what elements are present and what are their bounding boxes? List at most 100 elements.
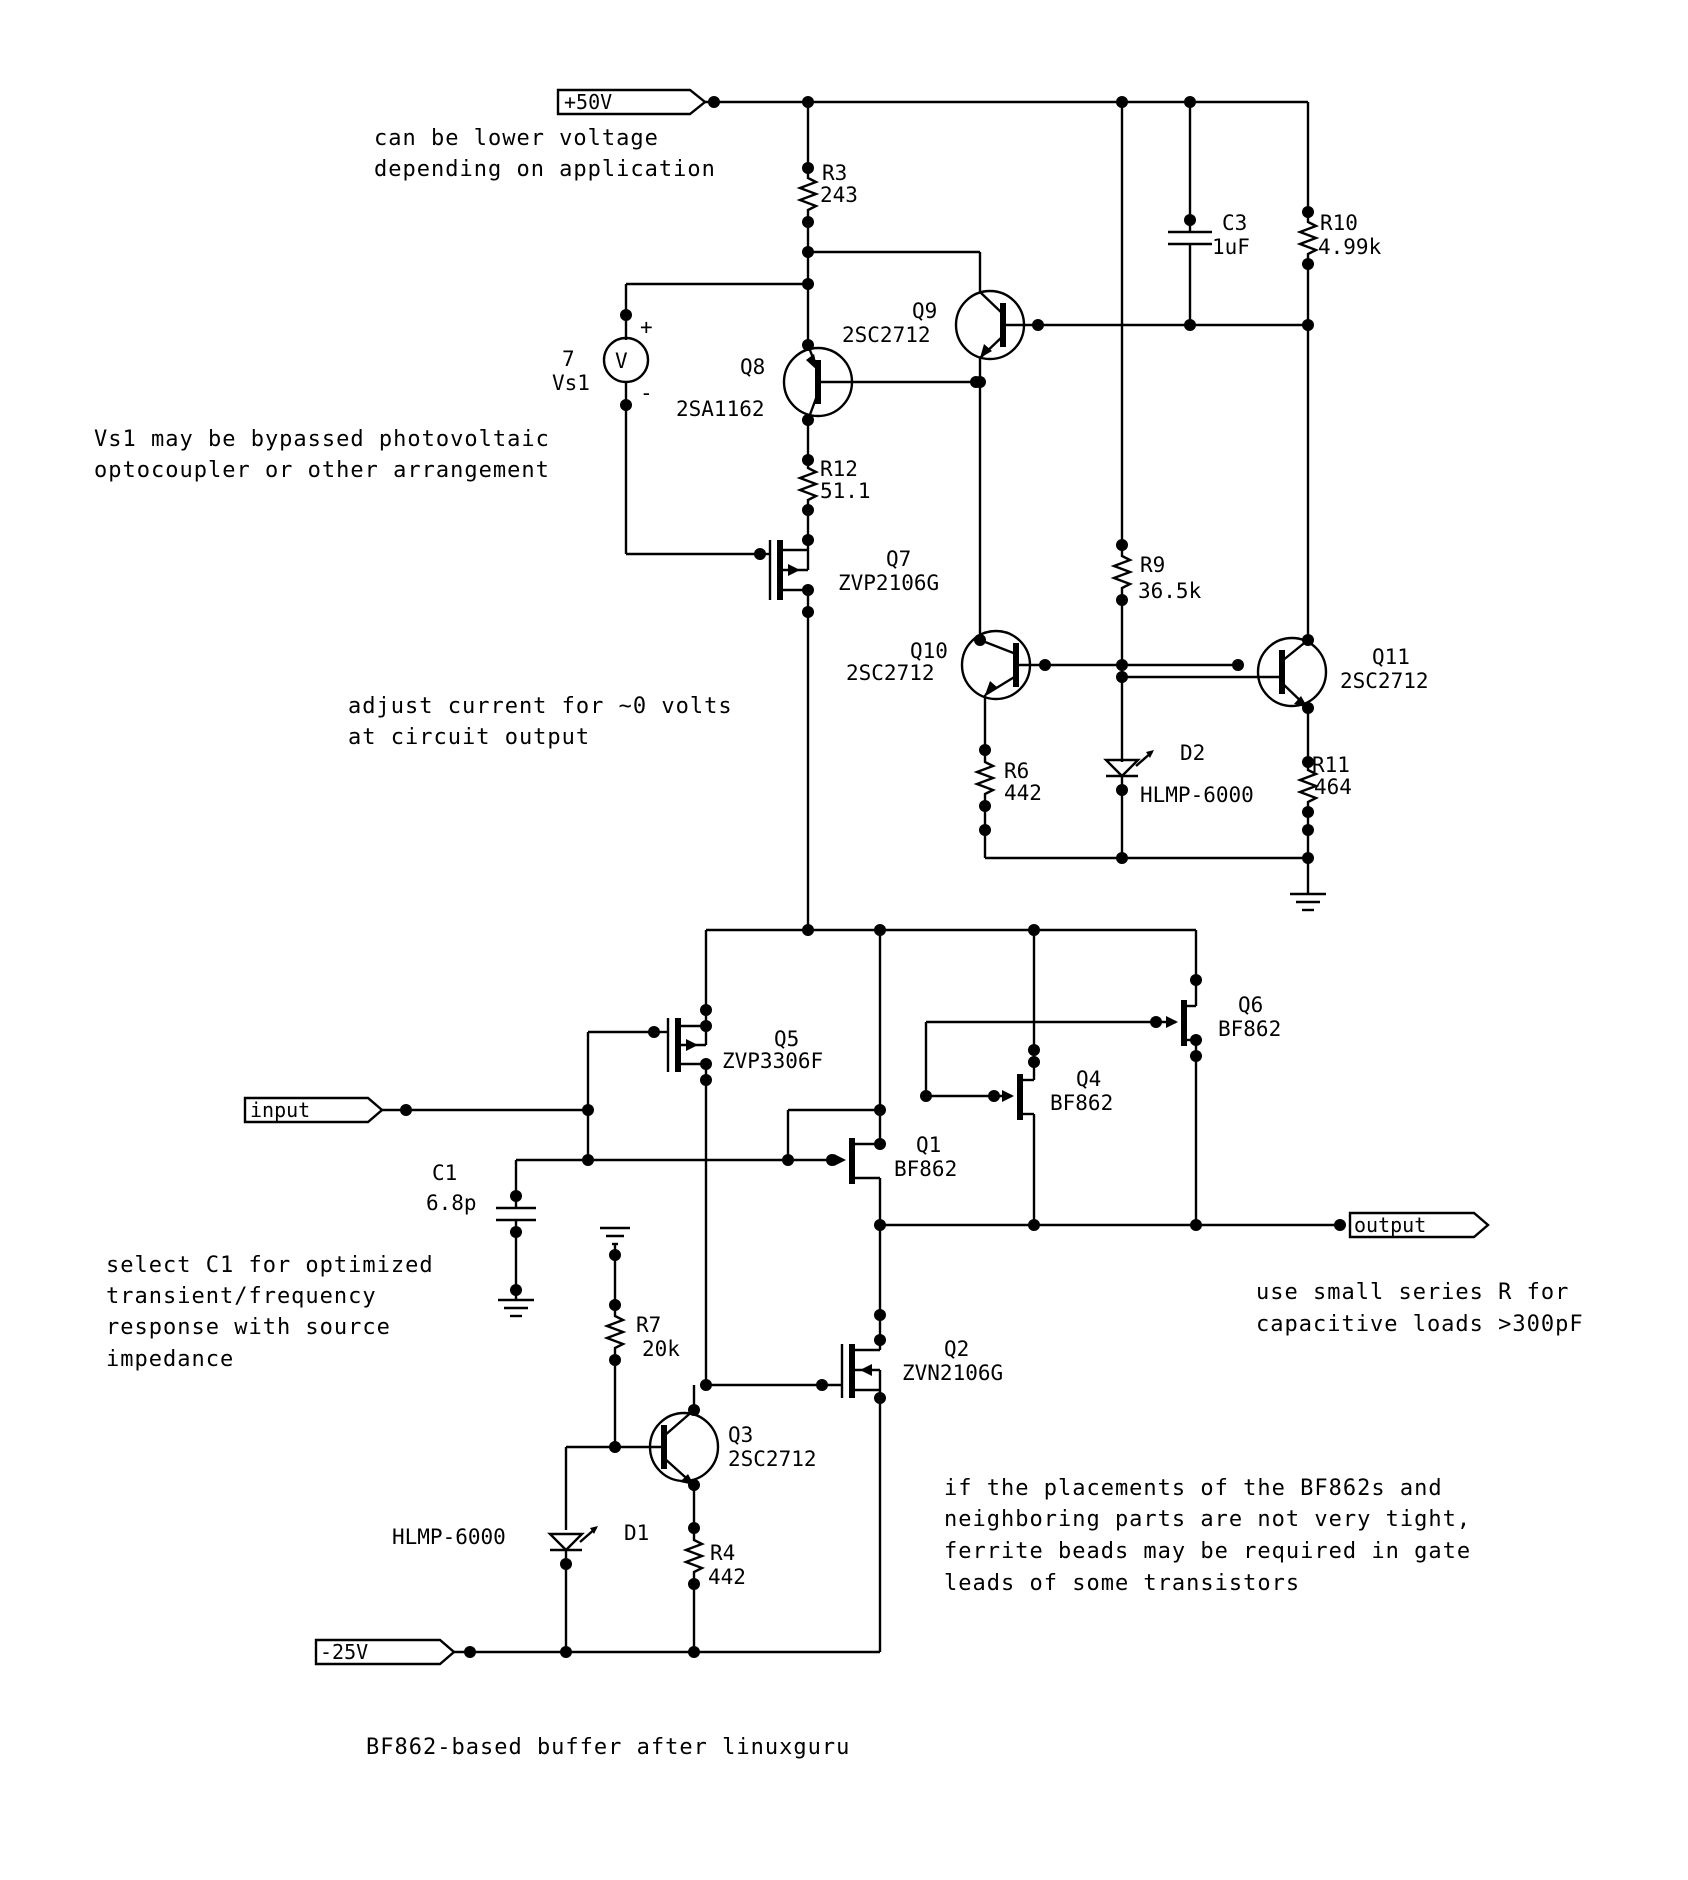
- transistor-q9: Q9 2SC2712: [808, 250, 1308, 640]
- ground-upper: [985, 856, 1326, 912]
- svg-text:442: 442: [1004, 781, 1042, 805]
- vpos-port: +50V: [556, 88, 707, 116]
- svg-text:2SC2712: 2SC2712: [842, 323, 931, 347]
- capacitor-c3: C3 1uF: [1168, 211, 1250, 325]
- diagram-caption: BF862-based buffer after linuxguru: [366, 1735, 850, 1760]
- svg-text:input: input: [250, 1098, 310, 1122]
- svg-text:4.99k: 4.99k: [1318, 235, 1382, 259]
- svg-text:+50V: +50V: [564, 90, 612, 114]
- notes: can be lower voltage depending on applic…: [94, 126, 1584, 1760]
- note-supply-2: depending on application: [374, 157, 716, 182]
- transistor-q1: Q1 BF862: [516, 1108, 957, 1315]
- note-ferrite-2: neighboring parts are not very tight,: [944, 1507, 1471, 1532]
- note-ferrite-3: ferrite beads may be required in gate: [944, 1539, 1471, 1564]
- svg-text:R4: R4: [710, 1541, 735, 1565]
- svg-text:Q5: Q5: [774, 1027, 799, 1051]
- svg-text:464: 464: [1314, 775, 1352, 799]
- note-load-2: capacitive loads >300pF: [1256, 1312, 1584, 1337]
- note-vs1-2: optocoupler or other arrangement: [94, 458, 550, 483]
- resistor-r4: R4 442: [682, 1528, 746, 1652]
- svg-text:Q4: Q4: [1076, 1067, 1101, 1091]
- note-c1-1: select C1 for optimized: [106, 1253, 434, 1278]
- transistor-q5: Q5 ZVP3306F: [586, 1010, 823, 1385]
- svg-text:V: V: [615, 349, 628, 373]
- svg-text:243: 243: [820, 183, 858, 207]
- transistor-q10: Q10 2SC2712: [846, 629, 1238, 750]
- svg-text:+: +: [640, 315, 653, 339]
- svg-text:HLMP-6000: HLMP-6000: [392, 1525, 506, 1549]
- svg-text:C1: C1: [432, 1161, 457, 1185]
- svg-text:Q10: Q10: [910, 639, 948, 663]
- wires-top: [705, 100, 1310, 545]
- note-c1-2: transient/frequency: [106, 1284, 377, 1309]
- output-port: output: [1348, 1211, 1490, 1239]
- svg-text:R7: R7: [636, 1313, 661, 1337]
- svg-text:HLMP-6000: HLMP-6000: [1140, 783, 1254, 807]
- svg-text:2SC2712: 2SC2712: [846, 661, 935, 685]
- note-ferrite-1: if the placements of the BF862s and: [944, 1476, 1443, 1501]
- note-vs1-1: Vs1 may be bypassed photovoltaic: [94, 427, 550, 452]
- svg-text:Q7: Q7: [886, 547, 911, 571]
- note-ferrite-4: leads of some transistors: [944, 1571, 1300, 1596]
- svg-text:R10: R10: [1320, 211, 1358, 235]
- svg-text:7: 7: [562, 347, 575, 371]
- resistor-r11: R11 464: [1296, 753, 1352, 894]
- svg-text:BF862: BF862: [894, 1157, 957, 1181]
- svg-text:R6: R6: [1004, 759, 1029, 783]
- svg-text:6.8p: 6.8p: [426, 1191, 477, 1215]
- resistor-r7: R7 20k: [600, 1226, 680, 1447]
- capacitor-c1: C1 6.8p: [426, 1160, 536, 1318]
- svg-text:51.1: 51.1: [820, 479, 871, 503]
- note-adjust-2: at circuit output: [348, 725, 590, 750]
- svg-text:Q9: Q9: [912, 299, 937, 323]
- svg-text:R3: R3: [822, 161, 847, 185]
- svg-text:1uF: 1uF: [1212, 235, 1250, 259]
- svg-text:-25V: -25V: [320, 1640, 368, 1664]
- svg-text:-: -: [640, 381, 653, 405]
- note-supply-1: can be lower voltage: [374, 126, 659, 151]
- svg-text:BF862: BF862: [1050, 1091, 1113, 1115]
- transistor-q6: Q6 BF862: [924, 980, 1281, 1225]
- svg-text:20k: 20k: [642, 1337, 680, 1361]
- svg-text:2SC2712: 2SC2712: [1340, 669, 1429, 693]
- led-d1: D1 HLMP-6000: [392, 1521, 649, 1652]
- resistor-r12: R12 51.1: [796, 420, 871, 540]
- wires-lower-rail: [704, 928, 1198, 1110]
- resistor-r9: R9 36.5k: [1110, 545, 1202, 762]
- svg-text:Q8: Q8: [740, 355, 765, 379]
- svg-text:Q1: Q1: [916, 1133, 941, 1157]
- svg-text:R12: R12: [820, 457, 858, 481]
- svg-text:D1: D1: [624, 1521, 649, 1545]
- led-d2: D2 HLMP-6000: [1103, 741, 1254, 858]
- transistor-q3: Q3 2SC2712: [564, 1385, 817, 1530]
- note-adjust-1: adjust current for ~0 volts: [348, 694, 733, 719]
- svg-text:ZVP2106G: ZVP2106G: [838, 571, 939, 595]
- transistor-q7: Q7 ZVP2106G: [760, 540, 939, 930]
- svg-text:D2: D2: [1180, 741, 1205, 765]
- svg-text:R9: R9: [1140, 553, 1165, 577]
- transistor-q8: Q8 2SA1162: [676, 344, 976, 421]
- svg-text:ZVP3306F: ZVP3306F: [722, 1049, 823, 1073]
- svg-text:ZVN2106G: ZVN2106G: [902, 1361, 1003, 1385]
- transistor-q11: Q11 2SC2712: [1122, 636, 1429, 762]
- svg-text:2SA1162: 2SA1162: [676, 397, 765, 421]
- svg-text:BF862: BF862: [1218, 1017, 1281, 1041]
- note-c1-4: impedance: [106, 1347, 234, 1372]
- transistor-q4: Q4 BF862: [926, 1050, 1113, 1225]
- svg-text:Vs1: Vs1: [552, 371, 590, 395]
- svg-text:442: 442: [708, 1565, 746, 1589]
- svg-text:Q2: Q2: [944, 1337, 969, 1361]
- resistor-r3: R3 243: [796, 161, 858, 345]
- svg-text:36.5k: 36.5k: [1138, 579, 1202, 603]
- resistor-r10: R10 4.99k: [1296, 211, 1382, 640]
- vneg-port: -25V: [314, 1638, 456, 1666]
- svg-text:Q6: Q6: [1238, 993, 1263, 1017]
- transistor-q2: Q2 ZVN2106G: [706, 1315, 1003, 1652]
- note-load-1: use small series R for: [1256, 1280, 1569, 1305]
- svg-text:Q11: Q11: [1372, 645, 1410, 669]
- svg-text:C3: C3: [1222, 211, 1247, 235]
- junction-dots: [400, 96, 1346, 1658]
- input-port: input: [243, 1096, 384, 1124]
- svg-text:output: output: [1354, 1213, 1426, 1237]
